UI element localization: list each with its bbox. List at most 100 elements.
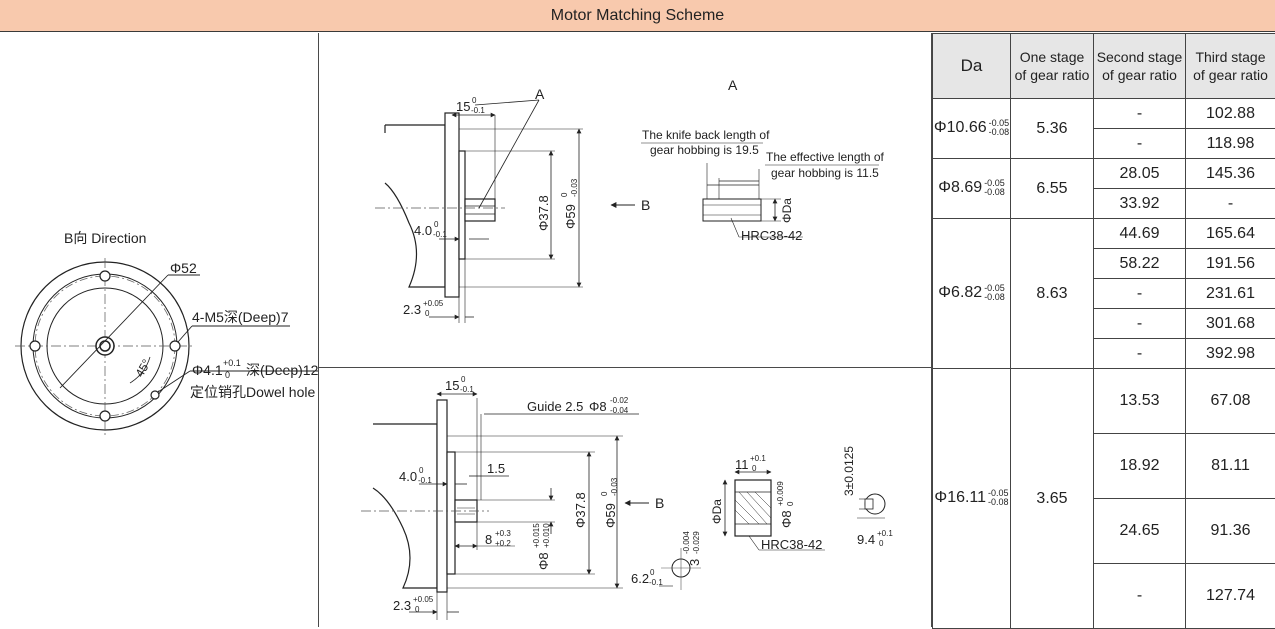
shaft-inner	[100, 341, 110, 351]
leader-phi52	[60, 275, 168, 388]
second-stage-cell: -	[1094, 279, 1186, 309]
table-header-row: Da One stage of gear ratio Second stage …	[933, 34, 1275, 99]
da-cell: Φ16.11-0.05-0.08	[933, 369, 1011, 629]
bolt-hole-bottom	[100, 411, 110, 421]
third-stage-cell: 102.88	[1186, 99, 1275, 129]
svg-text:0: 0	[434, 220, 439, 229]
header-second-stage: Second stage of gear ratio	[1094, 34, 1186, 99]
phi59: Φ59	[563, 204, 578, 229]
phida-label-b: ΦDa	[710, 499, 724, 524]
motor-body	[385, 125, 445, 287]
leader-dowel	[158, 371, 190, 392]
third-stage-cell: 165.64	[1186, 219, 1275, 249]
svg-text:+0.1: +0.1	[223, 358, 241, 368]
svg-text:0: 0	[879, 539, 884, 548]
svg-text:+0.3: +0.3	[495, 529, 511, 538]
svg-text:0: 0	[415, 605, 420, 614]
second-stage-cell: 24.65	[1094, 499, 1186, 564]
svg-text:-0.1: -0.1	[418, 476, 432, 485]
phi52-label: Φ52	[170, 260, 197, 276]
one-stage-cell: 8.63	[1011, 219, 1094, 369]
phida-label: ΦDa	[780, 198, 794, 223]
svg-text:-0.1: -0.1	[433, 230, 447, 239]
phi37-b: Φ37.8	[573, 492, 588, 528]
dim-4: 4.0	[414, 223, 432, 238]
knife-note-1: The knife back length of	[642, 128, 770, 142]
third-stage-cell: 301.68	[1186, 309, 1275, 339]
second-stage-cell: -	[1094, 564, 1186, 629]
second-stage-cell: 33.92	[1094, 189, 1186, 219]
thread-label: 4-M5深(Deep)7	[192, 309, 289, 325]
header-one-stage: One stage of gear ratio	[1011, 34, 1094, 99]
direction-label: B向 Direction	[64, 230, 146, 246]
bottom-motor-drawing: 15 0 -0.1 Guide 2.5 Φ8 -0.02 -0.04 4.0 0…	[319, 368, 931, 627]
flange	[445, 113, 459, 297]
phi8-label: Φ8	[589, 399, 607, 414]
pilot-2	[447, 452, 455, 574]
one-stage-cell: 5.36	[1011, 99, 1094, 159]
dim-11: 11	[735, 457, 749, 472]
svg-text:+0.1: +0.1	[750, 454, 766, 463]
svg-text:+0.010: +0.010	[542, 523, 551, 548]
header-third-stage: Third stage of gear ratio	[1186, 34, 1275, 99]
motor-body-2	[373, 424, 437, 588]
view-a-label: A	[728, 77, 738, 93]
leader-thread	[178, 326, 192, 342]
top-motor-drawing: 15 0 -0.1 A A 4.0 0 -0.1 2.3 +0.05 0 Φ37…	[319, 33, 931, 367]
svg-text:+0.1: +0.1	[877, 529, 893, 538]
b-direction-view: B向 Direction Φ52 4-M5深(Deep)7 Φ4.1 +0.1 …	[0, 33, 318, 627]
dim-4-b: 4.0	[399, 469, 417, 484]
dim-15: 15	[456, 99, 470, 114]
table-row: Φ6.82-0.05-0.08 8.63 44.69 165.64	[933, 219, 1275, 249]
second-stage-cell: 28.05	[1094, 159, 1186, 189]
arrow-b-label: B	[641, 197, 650, 213]
dim-15-b: 15	[445, 378, 459, 393]
gear-ratio-table: Da One stage of gear ratio Second stage …	[932, 33, 1275, 629]
third-stage-cell: 91.36	[1186, 499, 1275, 564]
svg-text:0: 0	[472, 96, 477, 105]
svg-text:-0.03: -0.03	[570, 178, 579, 197]
svg-text:0: 0	[425, 309, 430, 318]
hrc-label-b: HRC38-42	[761, 537, 822, 552]
second-stage-cell: 58.22	[1094, 249, 1186, 279]
table-row: Φ8.69-0.05-0.08 6.55 28.05 145.36	[933, 159, 1275, 189]
da-cell: Φ10.66-0.05-0.08	[933, 99, 1011, 159]
svg-text:0: 0	[419, 466, 424, 475]
hrc-label: HRC38-42	[741, 228, 802, 243]
svg-text:0: 0	[560, 192, 569, 197]
second-stage-cell: -	[1094, 339, 1186, 369]
dim-2-3-b: 2.3	[393, 598, 411, 613]
keyway	[865, 499, 873, 509]
svg-text:0: 0	[650, 568, 655, 577]
hobbing-shaft	[703, 199, 761, 221]
svg-text:-0.1: -0.1	[460, 385, 474, 394]
dim-8: 8	[485, 532, 492, 547]
header-bar: Motor Matching Scheme	[0, 0, 1275, 32]
dim-3-key: 3±0.0125	[842, 446, 856, 496]
svg-text:-0.03: -0.03	[610, 477, 619, 496]
flange-2	[437, 400, 447, 592]
dim-1-5: 1.5	[487, 461, 505, 476]
svg-text:-0.04: -0.04	[610, 406, 629, 415]
third-stage-cell: 127.74	[1186, 564, 1275, 629]
bolt-hole-top	[100, 271, 110, 281]
svg-text:+0.2: +0.2	[495, 539, 511, 548]
header-da: Da	[933, 34, 1011, 99]
third-stage-cell: 81.11	[1186, 434, 1275, 499]
angle-label: 45°	[132, 357, 153, 380]
second-stage-cell: 18.92	[1094, 434, 1186, 499]
page-title: Motor Matching Scheme	[0, 7, 1275, 25]
da-cell: Φ8.69-0.05-0.08	[933, 159, 1011, 219]
second-stage-cell: 44.69	[1094, 219, 1186, 249]
svg-text:+0.009: +0.009	[776, 481, 785, 506]
phi37: Φ37.8	[536, 195, 551, 231]
second-stage-cell: -	[1094, 99, 1186, 129]
one-stage-cell: 6.55	[1011, 159, 1094, 219]
knife-note-2: gear hobbing is 19.5	[650, 143, 759, 157]
dowel-hole	[151, 391, 159, 399]
svg-text:+0.05: +0.05	[423, 299, 444, 308]
svg-text:0: 0	[752, 464, 757, 473]
third-stage-cell: 145.36	[1186, 159, 1275, 189]
third-stage-cell: -	[1186, 189, 1275, 219]
pilot	[459, 151, 465, 259]
